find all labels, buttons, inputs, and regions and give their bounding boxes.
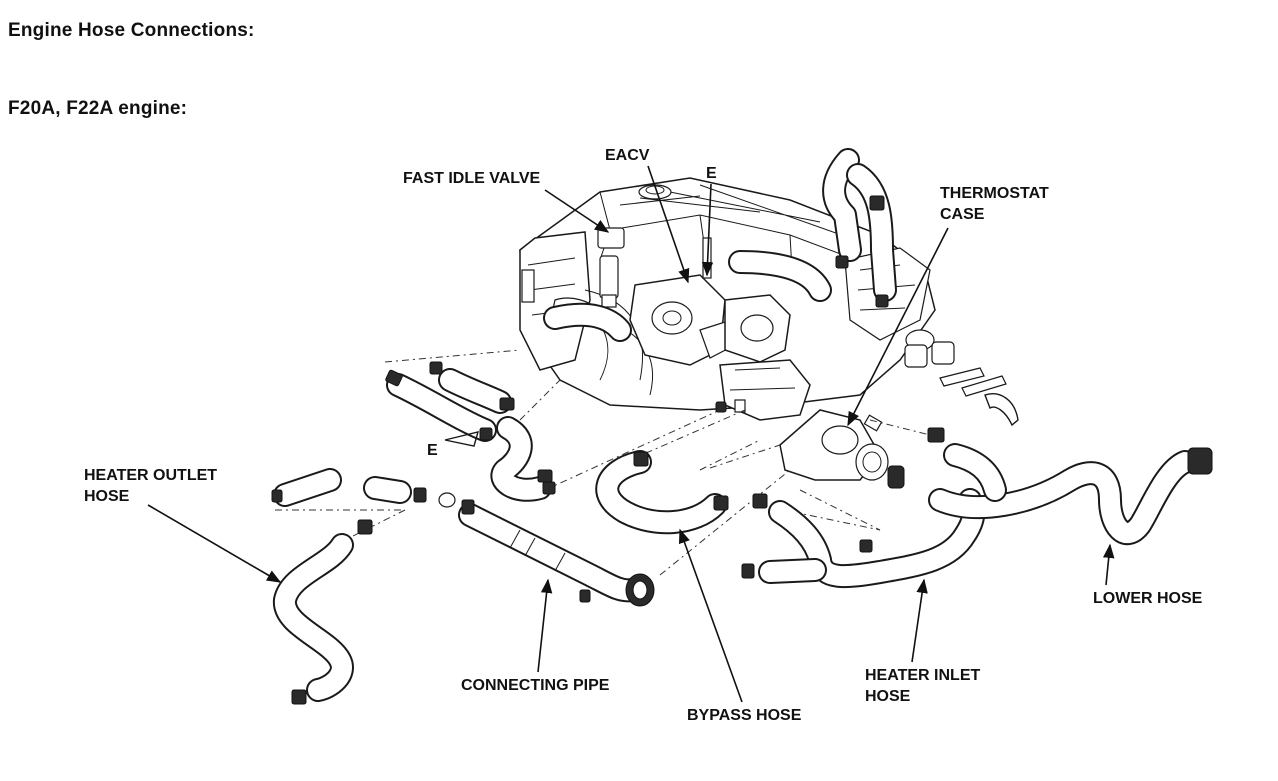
label-fast-idle-valve: FAST IDLE VALVE <box>403 170 541 187</box>
label-eacv: EACV <box>605 147 650 164</box>
hose-set <box>273 368 1197 702</box>
label-lower-hose: LOWER HOSE <box>1093 590 1203 607</box>
label-bypass-hose: BYPASS HOSE <box>687 707 802 724</box>
label-heater-outlet-line1: HEATER OUTLET <box>84 467 217 484</box>
label-e-top: E <box>706 165 717 182</box>
section-title: Engine Hose Connections: <box>8 20 255 41</box>
hose-clamps <box>271 195 1213 705</box>
label-thermostat-line1: THERMOSTAT <box>940 185 1049 202</box>
label-heater-inlet-line1: HEATER INLET <box>865 667 980 684</box>
label-connecting-pipe: CONNECTING PIPE <box>461 677 610 694</box>
label-heater-inlet-line2: HOSE <box>865 688 911 705</box>
upper-hoses <box>543 148 897 342</box>
label-e-left: E <box>427 442 438 459</box>
label-thermostat-line2: CASE <box>940 206 985 223</box>
label-heater-outlet-line2: HOSE <box>84 488 130 505</box>
assembly-lines <box>275 349 931 576</box>
engine-block <box>519 177 1019 481</box>
engine-subtitle: F20A, F22A engine: <box>8 98 188 119</box>
